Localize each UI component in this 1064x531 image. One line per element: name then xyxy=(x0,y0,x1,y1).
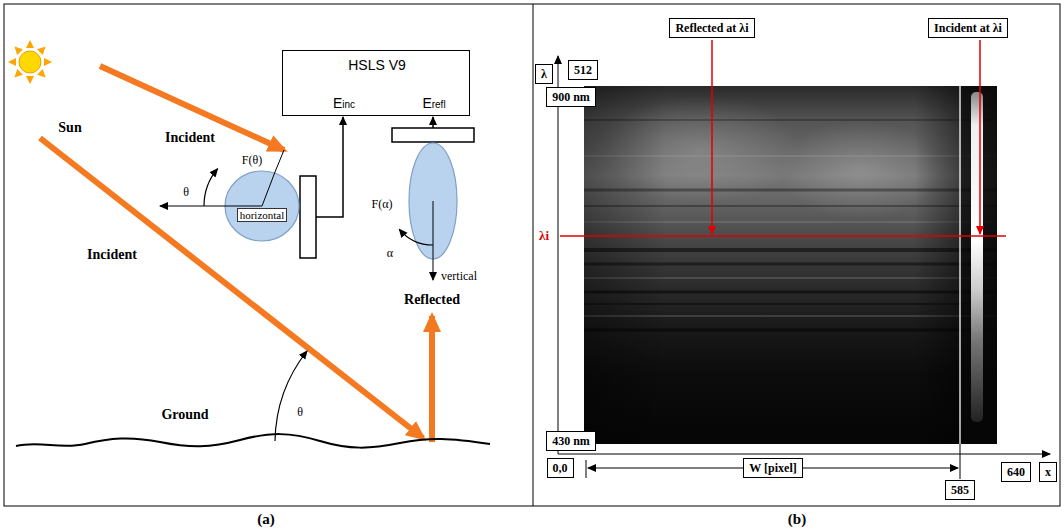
axis-label: vertical xyxy=(441,269,477,284)
panel-frame xyxy=(4,4,1060,506)
node-text: 585 xyxy=(951,483,969,497)
function-label: F(θ) xyxy=(242,153,262,168)
image-ground xyxy=(584,86,997,444)
node-text: horizontal xyxy=(237,208,288,222)
ground-line xyxy=(16,434,490,448)
signal-wire xyxy=(432,117,434,128)
pixel-axis xyxy=(558,454,1050,455)
node-subtext: Einc xyxy=(333,96,355,112)
dimension-tick xyxy=(586,460,587,478)
callout-arrow xyxy=(979,40,981,234)
reflected-ray xyxy=(429,316,435,442)
sun-rays xyxy=(8,40,52,84)
source-label: Sun xyxy=(58,120,81,136)
column-tick xyxy=(960,444,961,479)
node-text: Incident at λi xyxy=(934,21,1002,35)
angle-label: α xyxy=(387,246,393,261)
sensor-plate xyxy=(300,176,316,258)
image-vignette xyxy=(584,86,997,444)
node-text: HSLS V9 xyxy=(348,57,406,73)
axis-value-box: 512 xyxy=(568,60,598,80)
axis-label-box: x xyxy=(1039,462,1057,482)
wavelength-label: λi xyxy=(539,228,549,244)
direction-line xyxy=(275,150,284,172)
incident-ray xyxy=(40,138,423,438)
panel-divider xyxy=(533,4,534,506)
node-text: W [pixel] xyxy=(749,461,796,475)
sensor-plate xyxy=(392,128,474,142)
axis-value-box: 900 nm xyxy=(546,87,596,107)
surface-label: Ground xyxy=(161,407,208,423)
axis-value-box: 640 xyxy=(1001,462,1031,482)
node-text: λ xyxy=(541,67,547,81)
node-text: x xyxy=(1045,465,1051,479)
ray-label: Incident xyxy=(87,247,137,263)
sun-disc xyxy=(19,51,41,73)
node-text: 640 xyxy=(1007,465,1025,479)
node-subtext: Erefl xyxy=(422,96,445,112)
callout-box: Reflected at λi xyxy=(669,18,754,38)
ray-label: Reflected xyxy=(404,292,460,308)
axis-value-box: 585 xyxy=(945,480,975,500)
horizontal-axis-arrow xyxy=(160,205,224,206)
axis-value-box: 430 nm xyxy=(546,431,596,451)
node-text: Reflected at λi xyxy=(675,21,748,35)
panel-caption: (a) xyxy=(257,511,275,528)
origin-box: 0,0 xyxy=(547,458,574,478)
signal-wire xyxy=(316,117,343,217)
angle-label: θ xyxy=(183,185,189,200)
sensor-ellipse: horizontal xyxy=(224,170,300,242)
angle-label: θ xyxy=(297,405,303,420)
image-dark-margin xyxy=(961,86,997,444)
angle-arc xyxy=(204,169,218,206)
horizontal-reference-line xyxy=(224,205,262,206)
ray-label: Incident xyxy=(165,130,215,146)
node-text: 512 xyxy=(574,63,592,77)
vertical-axis-arrow xyxy=(433,201,434,280)
node-text: 430 nm xyxy=(552,434,590,448)
wavelength-axis xyxy=(558,56,559,454)
function-label: F(α) xyxy=(372,197,393,212)
angle-arc xyxy=(399,229,433,245)
ellipse-outline xyxy=(224,170,300,242)
spectral-image xyxy=(584,86,997,444)
callout-box: Incident at λi xyxy=(928,18,1008,38)
instrument-box: HSLS V9 Einc Erefl xyxy=(282,50,470,116)
sun-icon xyxy=(8,40,52,84)
node-text: 0,0 xyxy=(553,461,568,475)
angle-arc xyxy=(275,351,307,441)
direction-line xyxy=(262,172,275,206)
callout-arrow xyxy=(711,40,713,234)
node-text: 900 nm xyxy=(552,90,590,104)
column-marker xyxy=(959,86,961,444)
incident-ray xyxy=(100,66,284,150)
axis-label-box: λ xyxy=(535,64,553,84)
panel-caption: (b) xyxy=(788,511,806,528)
sensor-ellipse-shape xyxy=(225,171,299,241)
wavelength-line xyxy=(560,235,1006,237)
incident-strip xyxy=(971,92,983,422)
dimension-box: W [pixel] xyxy=(743,458,802,478)
